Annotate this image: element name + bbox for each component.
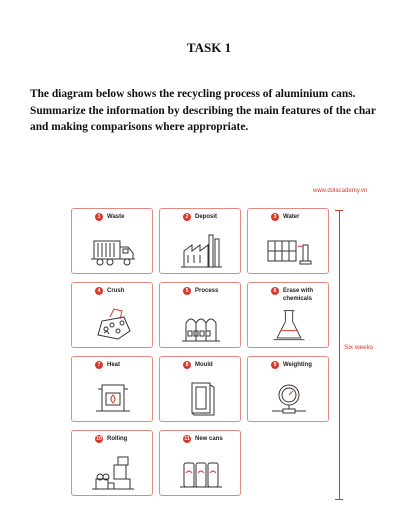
water-tank-icon xyxy=(267,240,312,265)
step-card-mould: 8 Mould xyxy=(159,356,241,422)
step-card-deposit: 2 Deposit xyxy=(159,208,241,274)
prompt-line: and making comparisons where appropriate… xyxy=(30,121,249,133)
prompt-line: Summarize the information by describing … xyxy=(30,104,376,117)
step-number: 1 xyxy=(95,213,103,221)
chemical-flask-icon xyxy=(273,310,305,341)
duration-bracket-tick-bottom xyxy=(335,499,343,500)
step-card-heat: 7 Heat xyxy=(71,356,153,422)
step-card-process: 5 Process xyxy=(159,282,241,348)
step-label: Mould xyxy=(195,362,213,368)
task-prompt: The diagram below shows the recycling pr… xyxy=(30,86,418,136)
step-number: 5 xyxy=(183,287,191,295)
step-number: 8 xyxy=(183,361,191,369)
crushed-cans-icon xyxy=(97,308,131,340)
step-number: 6 xyxy=(271,287,279,295)
factory-icon xyxy=(181,234,222,268)
prompt-line: The diagram below shows the recycling pr… xyxy=(30,88,356,100)
step-number: 9 xyxy=(271,361,279,369)
step-label: Waste xyxy=(107,214,125,220)
step-number: 11 xyxy=(183,435,191,443)
step-card-weighting: 9 Weighting xyxy=(247,356,329,422)
step-label: Water xyxy=(283,214,300,220)
step-label: Process xyxy=(195,288,219,294)
step-label: New cans xyxy=(195,436,223,442)
step-label: Crush xyxy=(107,288,125,294)
mould-icon xyxy=(191,382,215,416)
step-number: 3 xyxy=(271,213,279,221)
step-card-waste: 1 Waste xyxy=(71,208,153,274)
source-credit: www.dolacademy.vn xyxy=(313,188,368,194)
step-label: Deposit xyxy=(195,214,218,220)
step-label: Rolling xyxy=(107,436,128,442)
step-card-crush: 4 Crush xyxy=(71,282,153,348)
scale-icon xyxy=(272,384,306,414)
duration-bracket-line xyxy=(339,210,340,500)
task-title: TASK 1 xyxy=(186,40,232,55)
step-number: 10 xyxy=(95,435,103,443)
step-card-chemicals: 6 Erase with chemicals xyxy=(247,282,329,348)
furnace-icon xyxy=(96,384,130,412)
step-card-water: 3 Water xyxy=(247,208,329,274)
step-number: 7 xyxy=(95,361,103,369)
step-card-rolling: 10 Rolling xyxy=(71,430,153,496)
garbage-truck-icon xyxy=(91,240,135,266)
duration-label: Six weeks xyxy=(344,344,374,351)
step-label: Weighting xyxy=(283,362,312,368)
step-label: Heat xyxy=(107,362,121,368)
new-cans-icon xyxy=(180,462,222,488)
step-card-new-cans: 11 New cans xyxy=(159,430,241,496)
rolling-machine-icon xyxy=(92,456,134,490)
duration-bracket-tick-top xyxy=(335,210,343,211)
step-label: Erase with chemicals xyxy=(283,288,314,302)
step-number: 4 xyxy=(95,287,103,295)
step-number: 2 xyxy=(183,213,191,221)
processing-plant-icon xyxy=(182,318,220,342)
